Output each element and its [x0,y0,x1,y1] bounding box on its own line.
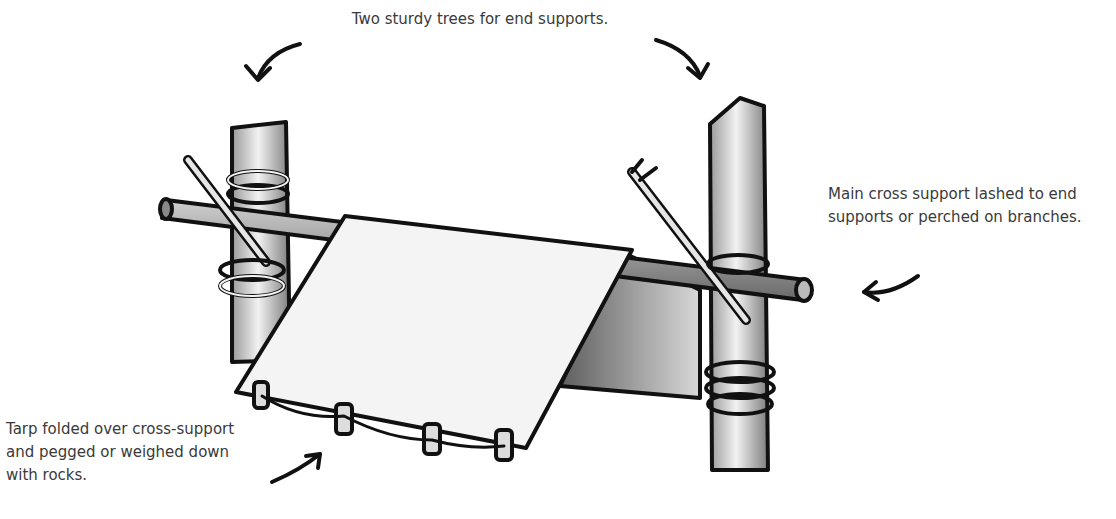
leader-arrows [246,40,918,482]
callout-label: Tarp folded over cross-support and pegge… [6,418,256,487]
callout-label: Main cross support lashed to end support… [828,183,1110,229]
pegs [254,382,512,460]
tarp-front [236,216,632,448]
callout-label: Two sturdy trees for end supports. [290,8,670,31]
